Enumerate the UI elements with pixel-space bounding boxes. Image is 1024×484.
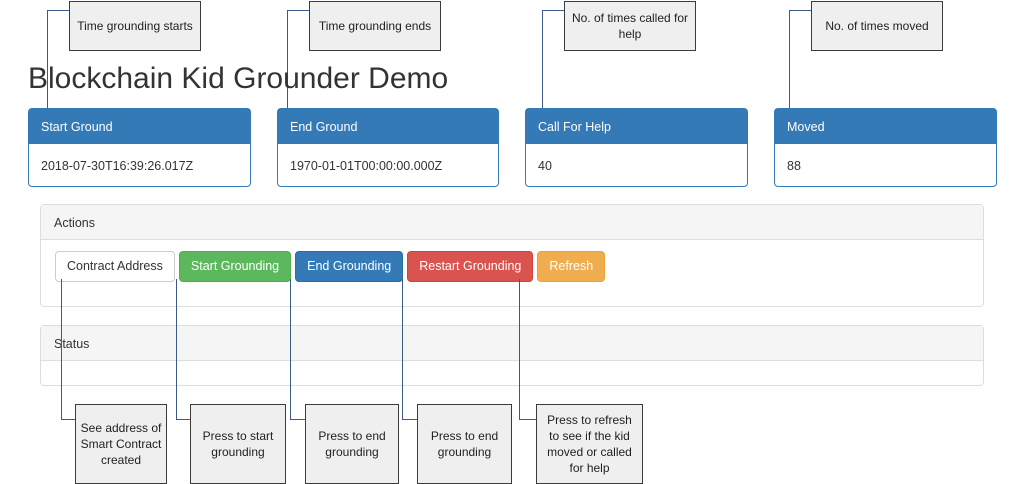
annotation-refresh: Press to refresh to see if the kid moved… [536, 404, 643, 484]
annotation-end-time: Time grounding ends [309, 1, 441, 51]
connector-line [61, 419, 75, 420]
annotation-text: Time grounding starts [77, 19, 193, 33]
annotation-text: Press to end grounding [318, 429, 386, 459]
connector-line [287, 10, 309, 11]
annotation-start-grounding: Press to start grounding [190, 404, 286, 484]
connector-line [789, 10, 790, 110]
annotation-restart-grounding: Press to end grounding [417, 404, 512, 484]
connector-line [402, 419, 417, 420]
actions-button-row: Contract Address Start Grounding End Gro… [55, 251, 606, 282]
refresh-button[interactable]: Refresh [537, 251, 606, 282]
actions-heading: Actions [41, 205, 983, 240]
annotation-text: See address of Smart Contract created [80, 421, 162, 467]
moved-panel: Moved 88 [774, 108, 997, 187]
start-ground-panel: Start Ground 2018-07-30T16:39:26.017Z [28, 108, 251, 187]
status-text [41, 361, 983, 373]
annotation-call-help: No. of times called for help [564, 1, 696, 51]
start-grounding-button[interactable]: Start Grounding [178, 251, 292, 282]
contract-address-button[interactable]: Contract Address [55, 251, 175, 282]
end-ground-value: 1970-01-01T00:00:00.000Z [290, 159, 443, 173]
end-grounding-button[interactable]: End Grounding [295, 251, 404, 282]
restart-grounding-button[interactable]: Restart Grounding [407, 251, 534, 282]
connector-line [519, 279, 520, 419]
connector-line [287, 10, 288, 110]
call-for-help-value: 40 [538, 159, 552, 173]
connector-line [176, 419, 190, 420]
call-for-help-panel: Call For Help 40 [525, 108, 748, 187]
annotation-text: Press to start grounding [202, 429, 274, 459]
panel-heading: End Ground [278, 109, 498, 144]
connector-line [789, 10, 811, 11]
connector-line [402, 279, 403, 419]
annotation-text: No. of times moved [825, 19, 929, 33]
connector-line [61, 279, 62, 419]
end-ground-panel: End Ground 1970-01-01T00:00:00.000Z [277, 108, 499, 187]
connector-line [542, 10, 543, 110]
annotation-moved: No. of times moved [811, 1, 943, 51]
panel-heading: Moved [775, 109, 996, 144]
annotation-end-grounding: Press to end grounding [305, 404, 399, 484]
panel-heading: Call For Help [526, 109, 747, 144]
connector-line [290, 419, 305, 420]
actions-panel: Actions Contract Address Start Grounding… [40, 204, 984, 307]
page-title: Blockchain Kid Grounder Demo [28, 62, 449, 95]
annotation-start-time: Time grounding starts [69, 1, 201, 51]
start-ground-value: 2018-07-30T16:39:26.017Z [41, 159, 194, 173]
annotation-contract-address: See address of Smart Contract created [75, 404, 167, 484]
annotation-text: No. of times called for help [571, 11, 689, 41]
connector-line [542, 10, 564, 11]
connector-line [47, 10, 48, 110]
connector-line [47, 10, 69, 11]
connector-line [519, 419, 536, 420]
annotation-text: Press to refresh to see if the kid moved… [547, 413, 632, 475]
annotation-text: Press to end grounding [430, 429, 499, 459]
moved-value: 88 [787, 159, 801, 173]
annotation-text: Time grounding ends [318, 19, 432, 33]
status-heading: Status [41, 326, 983, 361]
connector-line [290, 279, 291, 419]
connector-line [176, 279, 177, 419]
status-panel: Status [40, 325, 984, 386]
panel-heading: Start Ground [29, 109, 250, 144]
